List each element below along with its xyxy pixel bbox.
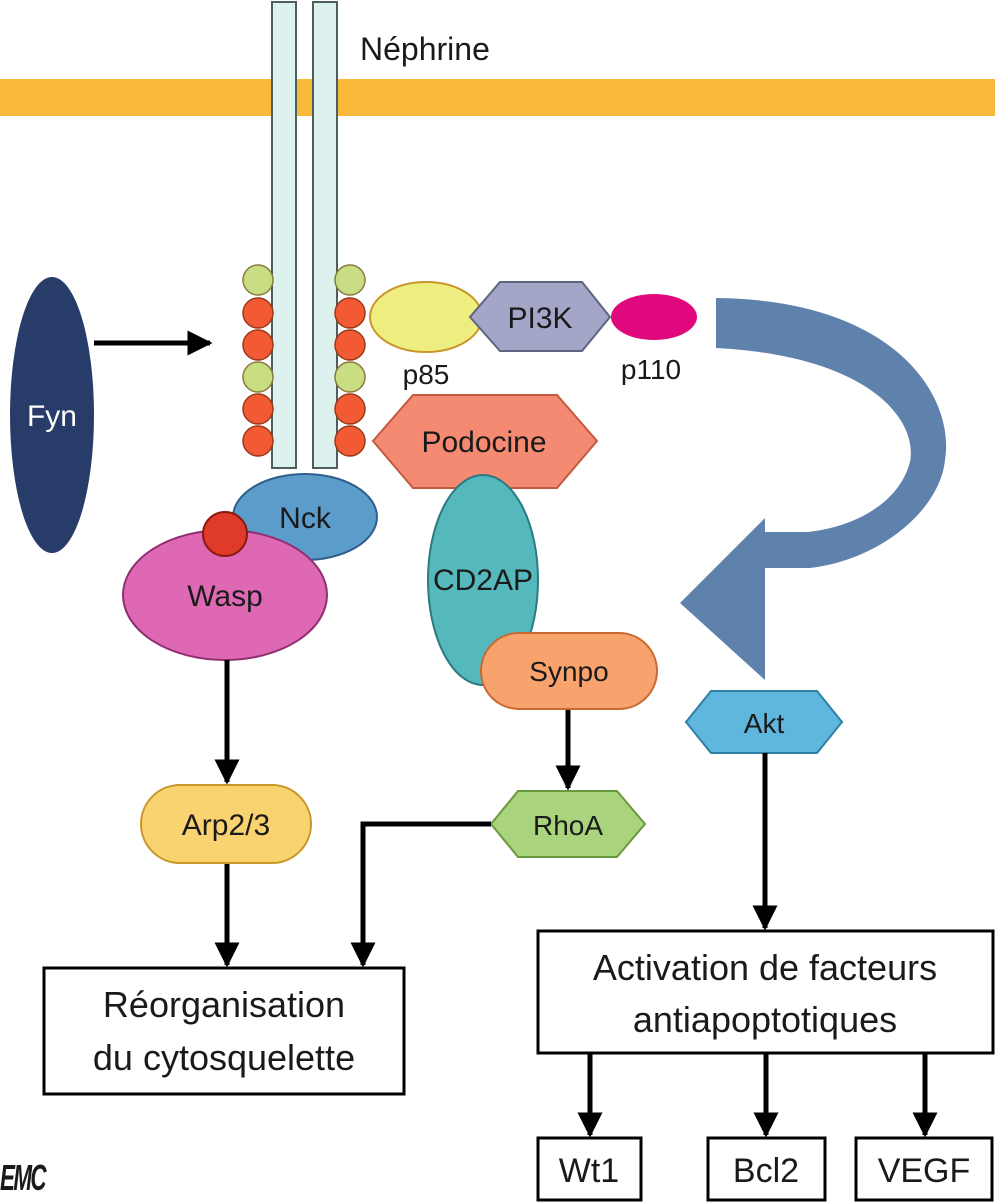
podocin-node <box>371 394 599 489</box>
akt-label: Akt <box>744 708 785 739</box>
cell-membrane <box>0 79 995 116</box>
synpo-node <box>480 632 658 710</box>
rhoa-to-reorg-arrow <box>350 821 491 968</box>
phospho-sites-right <box>334 264 366 457</box>
p110-label: p110 <box>621 354 681 385</box>
arp23-node <box>140 784 312 864</box>
nck-label: Nck <box>279 502 332 535</box>
p110-node <box>611 294 697 340</box>
wasp-label: Wasp <box>187 580 263 613</box>
p85-label: p85 <box>403 359 450 390</box>
pi3k-to-akt-curved-arrow <box>680 298 947 680</box>
factor-bcl2: Bcl2 <box>733 1152 799 1190</box>
pi3k-label: PI3K <box>507 302 572 335</box>
factor-box-bcl2 <box>706 1136 827 1202</box>
arp23-label: Arp2/3 <box>182 809 270 842</box>
rhoa-label: RhoA <box>533 810 603 841</box>
p85-node <box>369 281 483 353</box>
nephrin-strand-right <box>312 1 338 469</box>
podocin-label: Podocine <box>421 426 546 459</box>
factor-box-vegf <box>854 1136 994 1202</box>
rhoa-node <box>489 790 647 858</box>
pi3k-node <box>468 281 612 352</box>
fyn-node <box>10 277 94 553</box>
activation-line2: antiapoptotiques <box>633 999 897 1040</box>
activation-line1: Activation de facteurs <box>593 947 937 988</box>
cd2ap-label: CD2AP <box>433 564 533 597</box>
phospho-sites-left <box>242 264 274 457</box>
factor-box-wt1 <box>536 1136 643 1202</box>
synpo-label: Synpo <box>529 656 608 687</box>
factor-vegf: VEGF <box>878 1152 971 1190</box>
cytoskeleton-reorg-box <box>42 966 406 1096</box>
reorg-line1: Réorganisation <box>103 984 345 1025</box>
nephrin-label: Néphrine <box>360 31 490 67</box>
reorg-line2: du cytosquelette <box>93 1037 355 1078</box>
factor-wt1: Wt1 <box>559 1152 619 1190</box>
akt-node <box>684 690 844 754</box>
nephrin-strand-left <box>271 1 297 469</box>
fyn-label: Fyn <box>27 400 77 433</box>
emc-logo: EMC <box>0 1159 47 1199</box>
wasp-phospho-site <box>202 511 248 557</box>
